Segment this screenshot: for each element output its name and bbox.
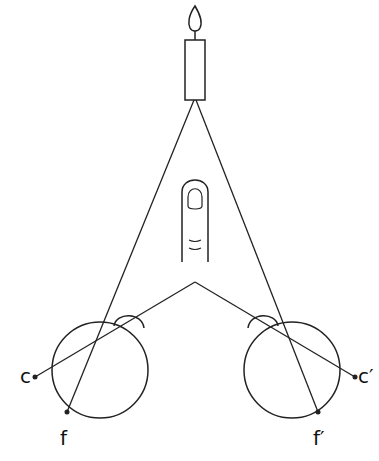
sight-line: [67, 100, 194, 412]
candle-wick: [194, 31, 196, 40]
right-cornea: [248, 316, 278, 328]
retina-point: [353, 375, 358, 380]
point-label: c: [20, 366, 31, 386]
retina-point: [33, 375, 38, 380]
point-label: f: [60, 428, 67, 448]
left-cornea: [114, 316, 144, 328]
fingernail: [188, 189, 202, 209]
sight-line: [195, 282, 355, 377]
right-eye: [244, 322, 340, 418]
point-label: c′: [358, 366, 374, 386]
candle-body: [185, 40, 205, 100]
retina-point: [316, 410, 321, 415]
finger-crease: [189, 240, 201, 242]
retina-point: [65, 410, 70, 415]
sight-line: [35, 282, 195, 377]
point-label: f′: [313, 428, 325, 448]
left-eye: [52, 322, 148, 418]
finger-crease: [189, 248, 201, 250]
sight-line: [196, 100, 318, 412]
finger: [182, 180, 208, 262]
candle-flame: [189, 6, 201, 31]
